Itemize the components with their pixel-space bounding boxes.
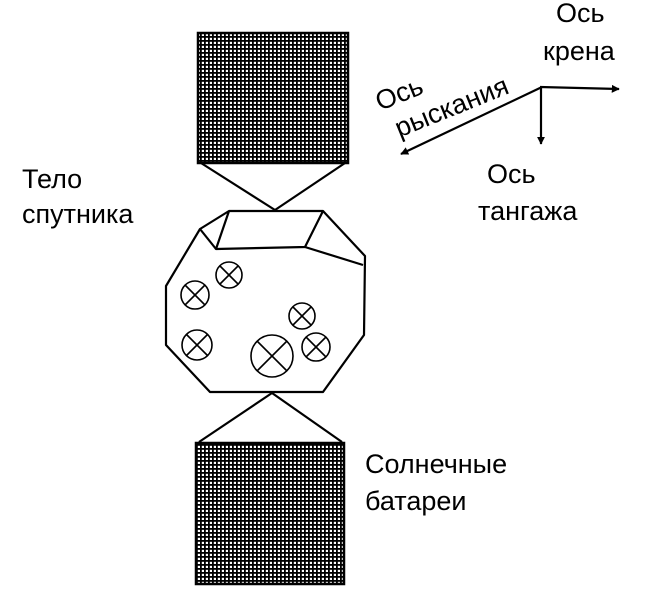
top-panel-mount <box>200 162 346 212</box>
roll-axis-label: Ось крена <box>543 0 616 66</box>
thruster-icon <box>250 334 294 378</box>
solar-panels-label: Солнечные батареи <box>365 449 515 516</box>
yaw-axis-label: Ось рыскания <box>371 41 513 146</box>
satellite-body <box>164 209 367 394</box>
bottom-panel-mount <box>198 391 343 443</box>
pitch-axis-label: Ось тангажа <box>478 159 578 226</box>
thrusters <box>180 261 331 378</box>
thruster-icon <box>301 332 331 362</box>
satellite-body-label: Тело спутника <box>22 164 134 229</box>
thruster-icon <box>181 329 213 361</box>
thruster-icon <box>180 280 210 310</box>
bottom-solar-panel <box>194 441 346 586</box>
thruster-icon <box>288 302 316 330</box>
yaw-axis-arrow <box>400 86 543 155</box>
thruster-icon <box>215 261 243 289</box>
top-solar-panel <box>196 31 350 165</box>
roll-axis-arrow <box>539 84 620 93</box>
axes <box>400 84 620 155</box>
